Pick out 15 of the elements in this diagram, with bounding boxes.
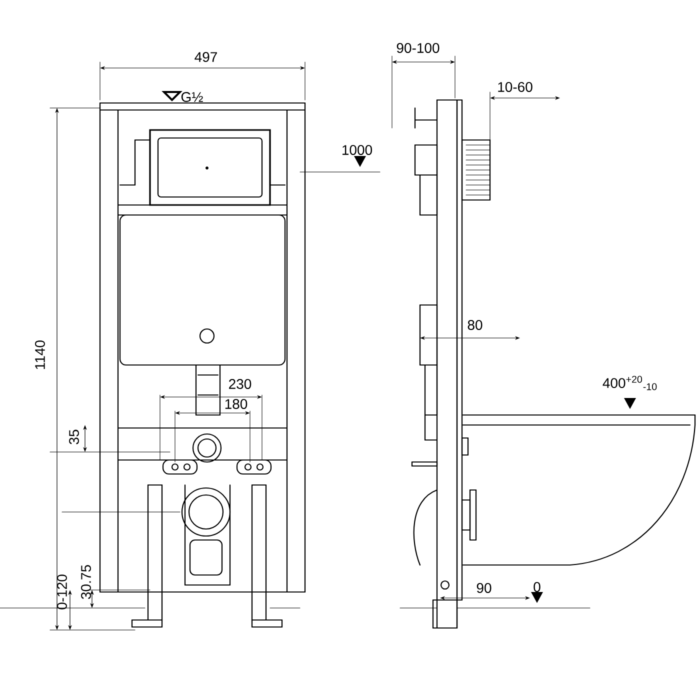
dimension-label: 0-120 <box>57 574 67 610</box>
dimension-label: 90 <box>476 583 492 593</box>
dimension-label: G½ <box>181 92 203 102</box>
dimension-label: 180 <box>225 399 248 409</box>
dimension-label: 35 <box>69 430 79 444</box>
dimension-label: 497 <box>194 52 217 62</box>
dimension-label: 0 <box>534 582 540 592</box>
dimension-label: 30.75 <box>81 565 91 599</box>
dimension-label: 90-100 <box>396 43 440 53</box>
dimension-label: 10-60 <box>498 82 532 92</box>
dimension-label: 80 <box>468 320 482 330</box>
dimension-label: 230 <box>229 379 252 389</box>
dimension-label: 1140 <box>35 340 45 369</box>
dimension-label: 1000 <box>342 145 372 155</box>
dimension-label: 400$^{+20}$-10 <box>602 376 657 390</box>
